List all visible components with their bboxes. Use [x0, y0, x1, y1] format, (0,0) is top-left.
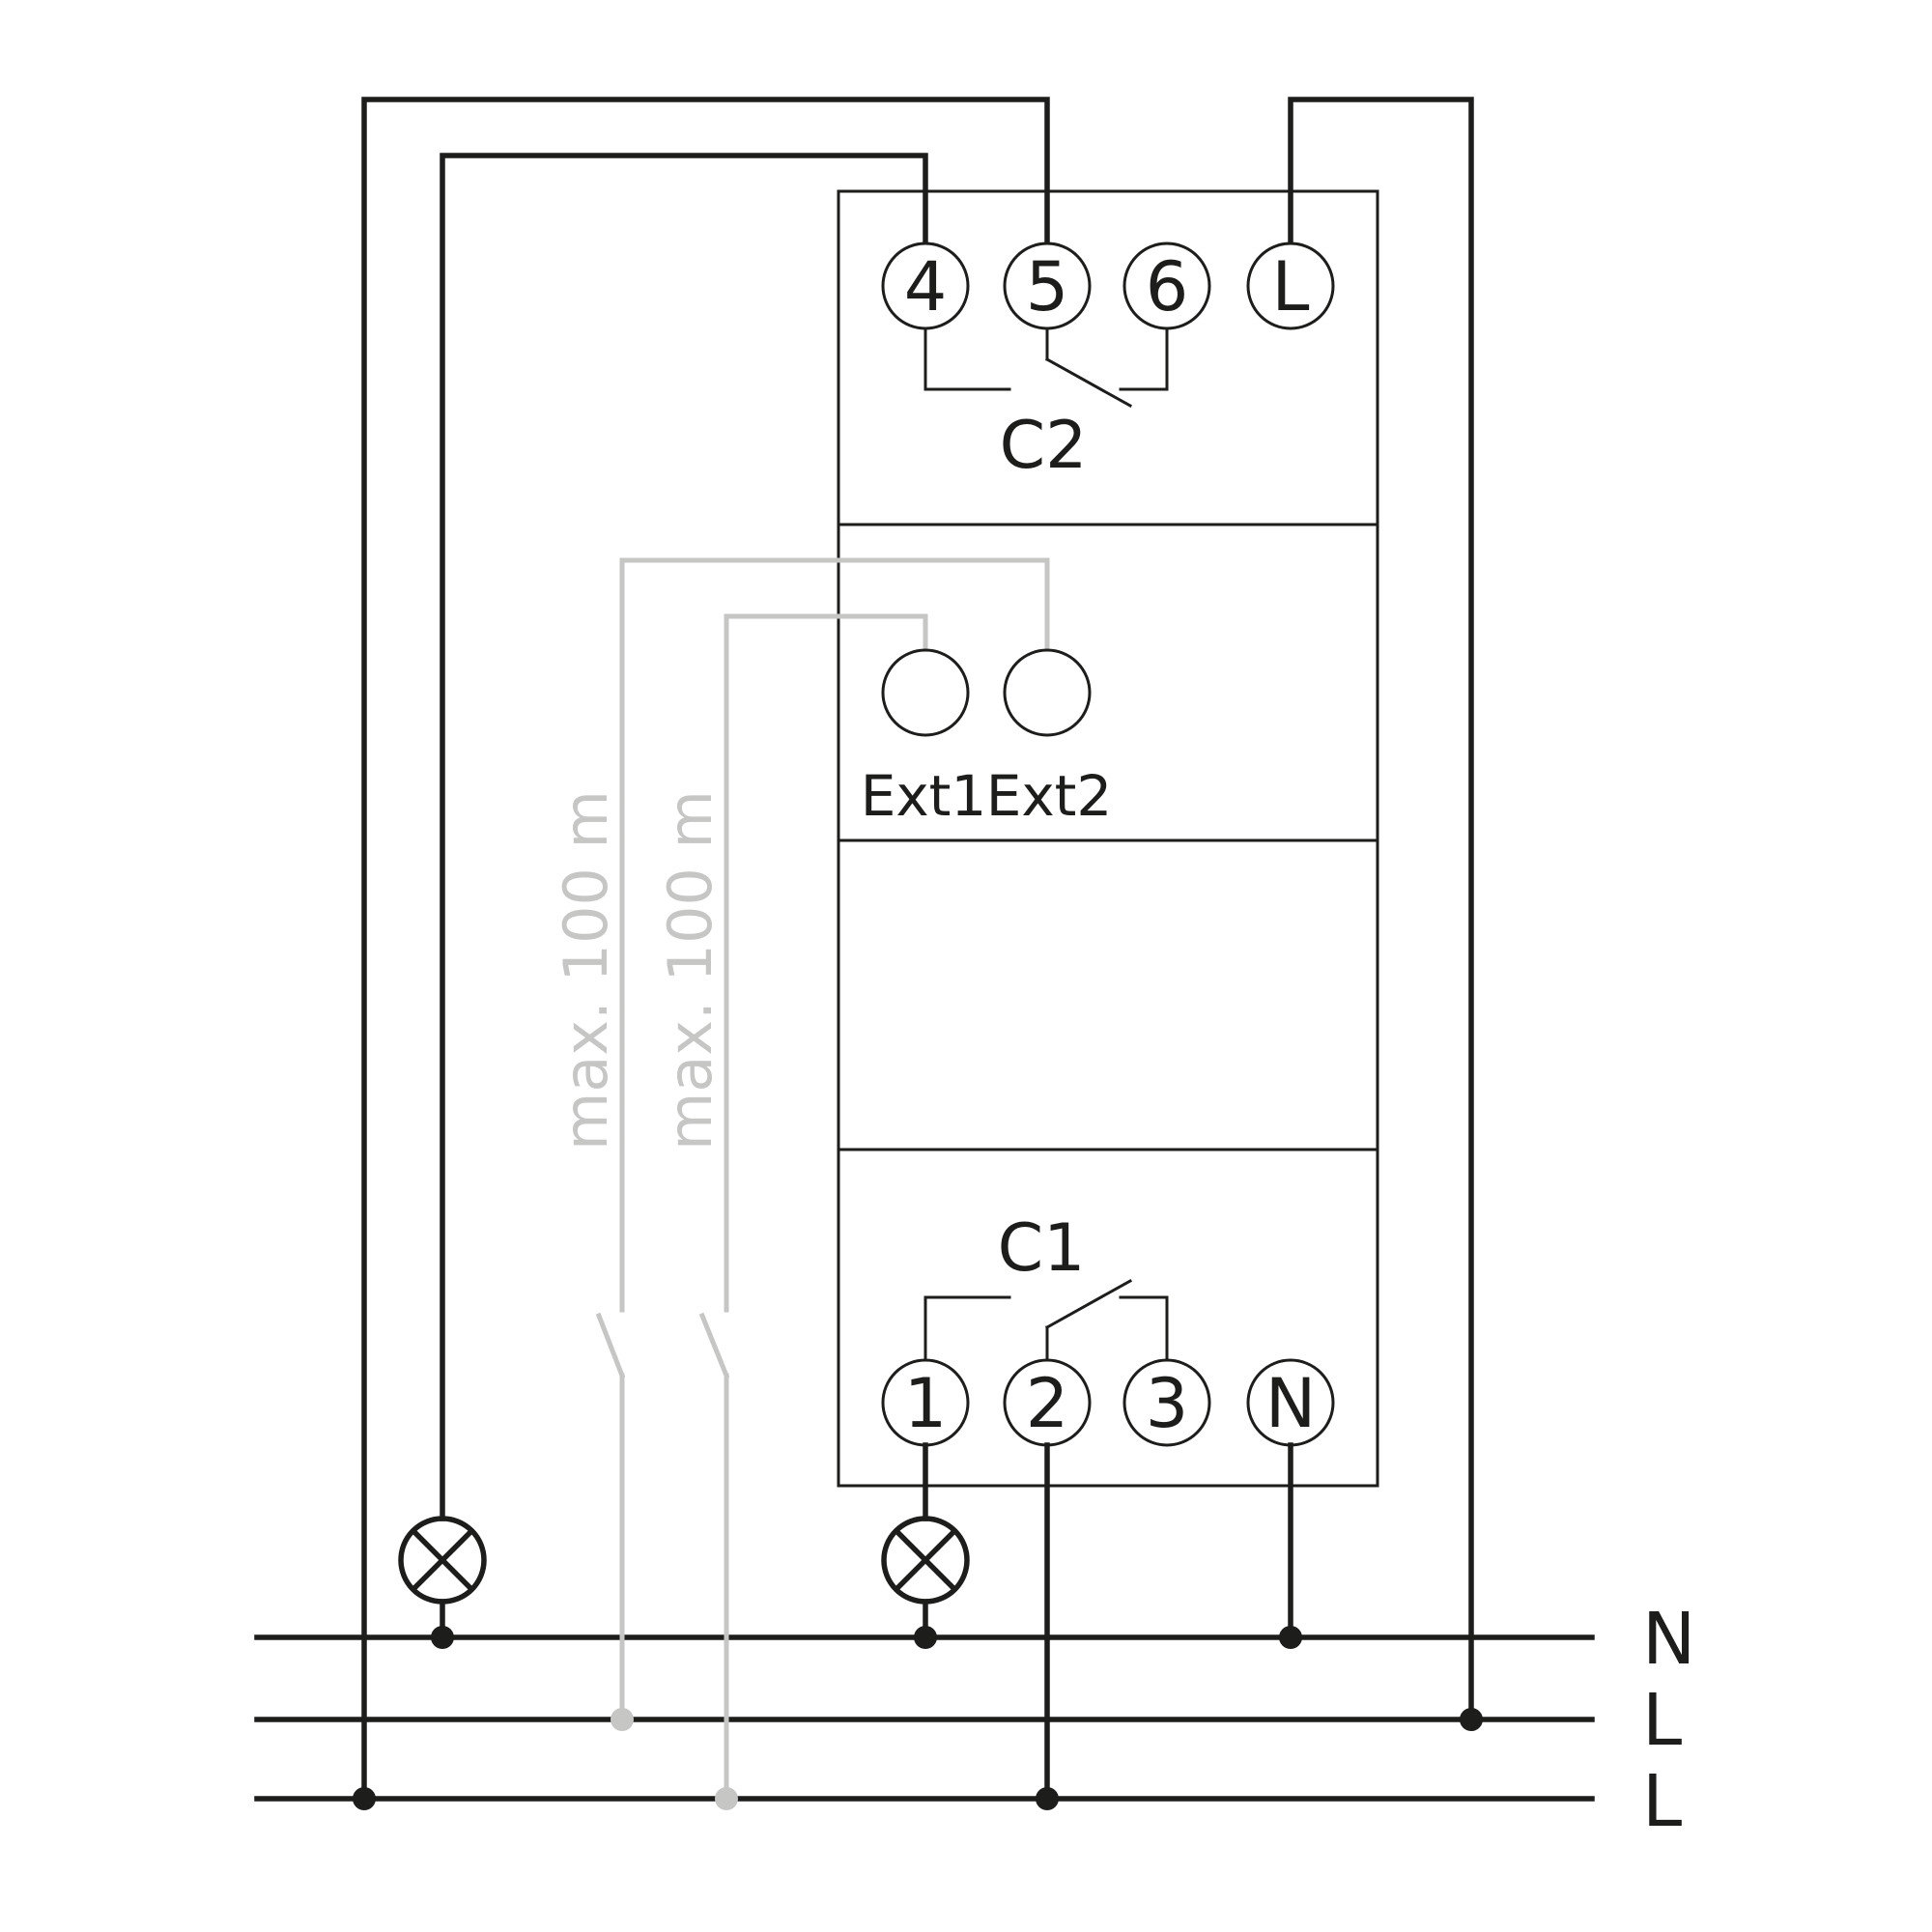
contact-c1-nc [923, 1295, 1011, 1360]
junction-dot [914, 1626, 937, 1649]
rail-label-l2: L [1642, 1760, 1682, 1843]
terminal-label-2: 2 [1026, 1364, 1069, 1443]
top-terminals: 4 5 6 L [881, 242, 1335, 330]
terminal-ext2 [1003, 648, 1092, 737]
contact-c2-label: C2 [1000, 408, 1088, 484]
junction-dot [1279, 1626, 1302, 1649]
contact-c2-nc [923, 327, 1011, 391]
contact-c1-no [1119, 1295, 1169, 1360]
pushbutton-1-contact [595, 1312, 626, 1379]
wire-ext2 [619, 557, 1050, 1313]
wire-ext1 [724, 613, 928, 1313]
ext2-label: Ext2 [986, 763, 1113, 829]
junction-dot-control [611, 1708, 634, 1731]
junction-dot-control [715, 1787, 738, 1810]
junction-dot [1036, 1787, 1059, 1810]
junction-dot [431, 1626, 454, 1649]
wire-terminal-5 [361, 97, 1050, 1802]
control-wiring: max. 100 m max. 100 m [551, 557, 1050, 1802]
contact-c1-blade [1044, 1278, 1133, 1330]
terminal-label-1: 1 [904, 1364, 948, 1443]
device-outline [837, 189, 1379, 1488]
cable-length-label-2: max. 100 m [655, 790, 725, 1151]
pushbutton-2-contact [698, 1312, 730, 1379]
contact-c2-no [1119, 327, 1169, 391]
bus-rails: N L L [254, 1598, 1695, 1843]
cable-length-label-1: max. 100 m [551, 790, 621, 1151]
junction-dot [1460, 1708, 1483, 1731]
junctions [353, 1626, 1483, 1810]
wire-terminal-4 [440, 153, 928, 1521]
terminal-label-n: N [1265, 1364, 1316, 1443]
terminal-label-4: 4 [904, 247, 948, 327]
contact-c1: C1 [923, 1210, 1169, 1360]
terminal-label-3: 3 [1146, 1364, 1189, 1443]
terminal-ext1 [881, 648, 970, 737]
ext-inputs: Ext1 Ext2 [861, 648, 1113, 829]
lamp-icon [881, 1516, 970, 1605]
lamp-a [398, 1516, 487, 1605]
terminal-n [1246, 1358, 1335, 1447]
bottom-terminals: 1 2 3 N [881, 1358, 1335, 1447]
lamp-b [881, 1516, 970, 1605]
lamp-icon [398, 1516, 487, 1605]
terminal-1 [881, 1358, 970, 1447]
terminal-label-5: 5 [1026, 247, 1069, 327]
terminal-2 [1003, 1358, 1092, 1447]
terminal-l [1246, 242, 1335, 330]
terminal-label-6: 6 [1146, 247, 1189, 327]
rail-label-l1: L [1642, 1679, 1682, 1762]
contact-c1-label: C1 [998, 1210, 1086, 1287]
terminal-3 [1122, 1358, 1211, 1447]
power-wiring [361, 97, 1474, 1802]
wire-terminal-l [1288, 97, 1474, 1722]
terminal-label-l: L [1272, 247, 1310, 327]
junction-dot [353, 1787, 376, 1810]
contact-c2-blade [1044, 356, 1133, 409]
device-housing [837, 189, 1379, 1488]
rail-label-n: N [1642, 1598, 1695, 1681]
lamp-cross [893, 1527, 958, 1593]
lamp-cross [410, 1527, 475, 1593]
ext1-label: Ext1 [861, 763, 987, 829]
contact-c2: C2 [923, 327, 1169, 484]
